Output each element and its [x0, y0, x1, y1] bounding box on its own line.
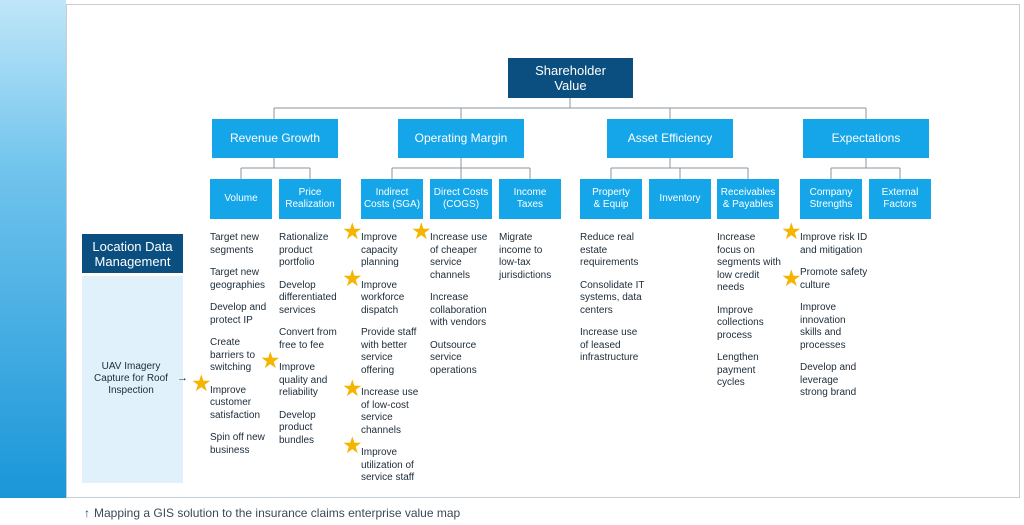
list-item: Develop and protect IP	[210, 302, 267, 326]
list-item: Improve customer satisfaction	[210, 384, 261, 421]
list-item: Improve utilization of service staff	[361, 447, 415, 483]
figure-caption: ↑ Mapping a GIS solution to the insurance…	[84, 506, 460, 520]
receivables-column: Increase focus on segments with low cred…	[717, 232, 781, 400]
list-item: Migrate income to low-tax jurisdictions	[499, 232, 552, 281]
volume-column: Target new segments Target new geographi…	[210, 232, 274, 467]
list-item: Develop and leverage strong brand	[800, 362, 857, 398]
list-item: Spin off new business	[210, 432, 265, 456]
price-realization-node: Price Realization	[279, 179, 341, 219]
list-item: Lengthen payment cycles	[717, 352, 759, 388]
list-item: Improve capacity planning	[361, 232, 399, 268]
uav-panel	[82, 276, 183, 483]
location-data-management-node: Location Data Management	[82, 234, 183, 273]
volume-node: Volume	[210, 179, 272, 219]
uav-imagery-label: UAV Imagery Capture for Roof Inspection	[94, 361, 168, 396]
list-item: Convert from free to fee	[279, 327, 337, 351]
list-item: Improve workforce dispatch	[361, 279, 405, 316]
list-item: Increase use of cheaper service channels	[430, 232, 488, 281]
list-item: Consolidate IT systems, data centers	[580, 279, 645, 316]
star-icon: ★	[781, 218, 802, 244]
property-column: Reduce real estate requirements Consolid…	[580, 232, 646, 375]
company-strengths-node: Company Strengths	[800, 179, 862, 219]
list-item: Develop differentiated services	[279, 279, 337, 316]
sidebar-strip	[0, 0, 66, 498]
direct-costs-column: Increase use of cheaper service channels…	[430, 232, 494, 387]
right-arrow-icon: →	[177, 372, 188, 384]
caption-text: Mapping a GIS solution to the insurance …	[94, 506, 461, 520]
star-icon: ★	[342, 218, 363, 244]
price-column: Rationalize product portfolio Develop di…	[279, 232, 345, 457]
income-taxes-column: Migrate income to low-tax jurisdictions	[499, 232, 563, 292]
list-item: Rationalize product portfolio	[279, 232, 329, 268]
star-icon: ★	[411, 218, 432, 244]
star-icon: ★	[191, 370, 212, 396]
star-icon: ★	[342, 432, 363, 458]
property-equip-node: Property & Equip	[580, 179, 642, 219]
receivables-payables-node: Receivables & Payables	[717, 179, 779, 219]
asset-efficiency-node: Asset Efficiency	[607, 119, 733, 158]
list-item: Provide staff with better service offeri…	[361, 327, 417, 376]
expectations-node: Expectations	[803, 119, 929, 158]
list-item: Increase use of leased infrastructure	[580, 327, 639, 363]
list-item: Increase collaboration with vendors	[430, 292, 487, 328]
list-item: Reduce real estate requirements	[580, 232, 639, 268]
indirect-costs-node: Indirect Costs (SGA)	[361, 179, 423, 219]
list-item: Increase use of low-cost service channel…	[361, 387, 419, 436]
indirect-costs-column: Improve capacity planning Improve workfo…	[361, 232, 423, 495]
star-icon: ★	[342, 265, 363, 291]
inventory-node: Inventory	[649, 179, 711, 219]
star-icon: ★	[260, 347, 281, 373]
list-item: Improve collections process	[717, 304, 764, 341]
up-arrow-icon: ↑	[84, 506, 90, 520]
list-item: Improve innovation skills and processes	[800, 302, 846, 351]
list-item: Target new segments	[210, 232, 259, 256]
list-item: Promote safety culture	[800, 267, 868, 291]
revenue-growth-node: Revenue Growth	[212, 119, 338, 158]
list-item: Improve quality and reliability	[279, 362, 328, 398]
direct-costs-node: Direct Costs (COGS)	[430, 179, 492, 219]
list-item: Improve risk ID and mitigation	[800, 232, 868, 256]
expectations-column: Improve risk ID and mitigation Promote s…	[800, 232, 868, 410]
shareholder-value-node: Shareholder Value	[508, 58, 633, 98]
list-item: Develop product bundles	[279, 409, 316, 446]
external-factors-node: External Factors	[869, 179, 931, 219]
list-item: Outsource service operations	[430, 339, 477, 376]
income-taxes-node: Income Taxes	[499, 179, 561, 219]
list-item: Increase focus on segments with low cred…	[717, 232, 781, 293]
list-item: Target new geographies	[210, 267, 266, 291]
operating-margin-node: Operating Margin	[398, 119, 524, 158]
star-icon: ★	[342, 375, 363, 401]
list-item: Create barriers to switching	[210, 337, 256, 373]
star-icon: ★	[781, 265, 802, 291]
